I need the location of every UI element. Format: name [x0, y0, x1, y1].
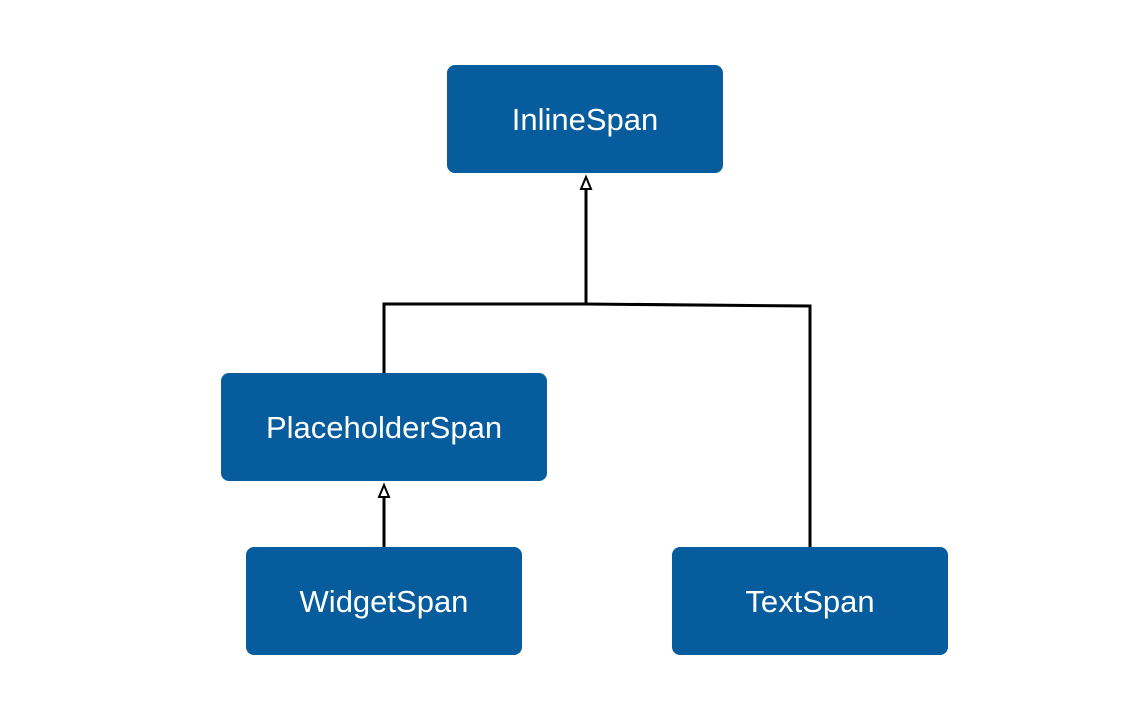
placeholderspan-label: PlaceholderSpan: [265, 409, 503, 445]
inlinespan-node: InlineSpan: [447, 65, 723, 173]
widgetspan-label: WidgetSpan: [299, 583, 469, 619]
inheritance-arrowhead-placeholderspan: [377, 482, 391, 498]
inheritance-connector-textspan-to-inlinespan: [584, 302, 812, 549]
inheritance-arrowhead-inlinespan: [579, 174, 593, 190]
inheritance-connector-placeholderspan-to-inlinespan: [382, 187, 588, 375]
textspan-node: TextSpan: [672, 547, 948, 655]
textspan-label: TextSpan: [745, 583, 875, 619]
widgetspan-node: WidgetSpan: [246, 547, 522, 655]
placeholderspan-node: PlaceholderSpan: [221, 373, 547, 481]
inlinespan-label: InlineSpan: [511, 101, 659, 137]
